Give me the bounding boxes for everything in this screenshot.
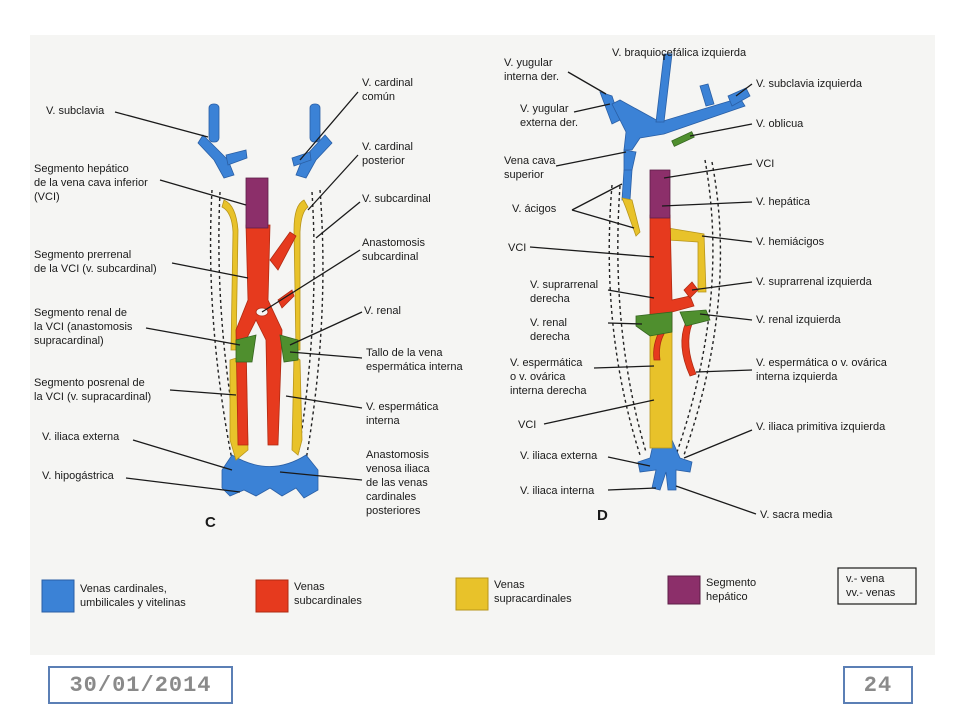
labels-c-anast-venosa-4: cardinales bbox=[366, 491, 417, 503]
label-vci-2: VCI bbox=[518, 419, 536, 431]
labels-c-anast-subcard-2: subcardinal bbox=[362, 251, 418, 263]
legend-supracardinal-label: Venas bbox=[494, 579, 525, 591]
label-cava-superior: Vena cava bbox=[504, 155, 556, 167]
label-iliaca-ext-d: V. iliaca externa bbox=[520, 450, 598, 462]
labels-d-renal-der-2: derecha bbox=[530, 331, 571, 343]
renal-anastomosis-c bbox=[235, 334, 299, 363]
page-number-box: 24 bbox=[843, 666, 913, 704]
labels-c-anast-venosa-3: de las venas bbox=[366, 477, 428, 489]
label-cardinal-comun: V. cardinal bbox=[362, 77, 413, 89]
legend-cardinal-label: Venas cardinales, bbox=[80, 583, 167, 595]
legend-swatch-cardinal bbox=[41, 579, 75, 613]
labels-d-cava-sup-2: superior bbox=[504, 169, 544, 181]
labels-c-cardinal-post-2: posterior bbox=[362, 155, 405, 167]
labels-c-seg-hepatico-2: de la vena cava inferior bbox=[34, 177, 148, 189]
label-tallo: Tallo de la vena bbox=[366, 347, 443, 359]
label-yugular-int: V. yugular bbox=[504, 57, 553, 69]
legend-subcardinal-2: subcardinales bbox=[294, 595, 362, 607]
labels-d-esperm-der-3: interna derecha bbox=[510, 385, 587, 397]
label-seg-posrenal: Segmento posrenal de bbox=[34, 377, 145, 389]
scanned-figure-page: C V. subclavia Segmento hepático de la v… bbox=[30, 35, 935, 655]
label-yugular-ext: V. yugular bbox=[520, 103, 569, 115]
label-seg-renal: Segmento renal de bbox=[34, 307, 127, 319]
label-anast-venosa: Anastomosis bbox=[366, 449, 429, 461]
label-esperm-der: V. espermática bbox=[510, 357, 583, 369]
label-renal-c: V. renal bbox=[364, 305, 401, 317]
labels-d-esperm-der-2: o v. ovárica bbox=[510, 371, 566, 383]
footer-page-number: 24 bbox=[863, 672, 893, 698]
labels-c-tallo-2: espermática interna bbox=[366, 361, 463, 373]
label-iliaca-prim-izq: V. iliaca primitiva izquierda bbox=[756, 421, 886, 433]
label-esperm-izq: V. espermática o v. ovárica bbox=[756, 357, 888, 369]
vein-development-diagram: C V. subclavia Segmento hepático de la v… bbox=[34, 47, 917, 613]
label-vci-1: VCI bbox=[508, 242, 526, 254]
labels-d-yugular-int-2: interna der. bbox=[504, 71, 559, 83]
label-renal-der: V. renal bbox=[530, 317, 567, 329]
label-hepatica: V. hepática bbox=[756, 196, 811, 208]
labels-c-anast-venosa-2: venosa iliaca bbox=[366, 463, 430, 475]
labels-c-seg-hepatico-3: (VCI) bbox=[34, 191, 60, 203]
label-iliaca-int-d: V. iliaca interna bbox=[520, 485, 595, 497]
legend-abbr-vena: v.- vena bbox=[846, 573, 885, 585]
label-espermatica-c: V. espermática bbox=[366, 401, 439, 413]
labels-c-seg-renal-2: la VCI (anastomosis bbox=[34, 321, 133, 333]
labels-d-yugular-ext-2: externa der. bbox=[520, 117, 578, 129]
panel-c-labels: V. subclavia Segmento hepático de la ven… bbox=[34, 77, 463, 517]
legend: Venas cardinales, umbilicales y vitelina… bbox=[41, 567, 917, 613]
label-hipogastrica: V. hipogástrica bbox=[42, 470, 115, 482]
panel-letter-c: C bbox=[205, 514, 216, 531]
label-cardinal-posterior: V. cardinal bbox=[362, 141, 413, 153]
legend-supracardinal-2: supracardinales bbox=[494, 593, 572, 605]
legend-swatch-supracardinal bbox=[455, 577, 489, 611]
label-subclavia-izq: V. subclavia izquierda bbox=[756, 78, 863, 90]
label-anast-subcardinal: Anastomosis bbox=[362, 237, 425, 249]
hepatic-segment-c bbox=[245, 177, 269, 229]
label-sacra-media: V. sacra media bbox=[760, 509, 833, 521]
label-suprarrenal-der: V. suprarrenal bbox=[530, 279, 598, 291]
legend-cardinal-2: umbilicales y vitelinas bbox=[80, 597, 186, 609]
label-iliaca-externa-c: V. iliaca externa bbox=[42, 431, 120, 443]
labels-d-esperm-izq-2: interna izquierda bbox=[756, 371, 838, 383]
label-subcardinal: V. subcardinal bbox=[362, 193, 431, 205]
subcardinal-veins-c bbox=[235, 224, 297, 446]
labels-c-seg-renal-3: supracardinal) bbox=[34, 335, 104, 347]
panel-c-drawing: C bbox=[197, 103, 333, 531]
footer-date: 30/01/2014 bbox=[69, 672, 212, 698]
label-renal-izq: V. renal izquierda bbox=[756, 314, 841, 326]
legend-hepatic-2: hepático bbox=[706, 591, 748, 603]
labels-c-seg-prerrenal-2: de la VCI (v. subcardinal) bbox=[34, 263, 157, 275]
label-hemiacigos: V. hemiácigos bbox=[756, 236, 825, 248]
legend-hepatic-label: Segmento bbox=[706, 577, 756, 589]
legend-abbr-box bbox=[837, 567, 917, 605]
panel-d-drawing: D bbox=[597, 53, 751, 524]
label-braquiocefalica: V. braquiocefálica izquierda bbox=[612, 47, 747, 59]
label-seg-prerrenal: Segmento prerrenal bbox=[34, 249, 131, 261]
labels-d-suprarrenal-der-2: derecha bbox=[530, 293, 571, 305]
label-oblicua: V. oblicua bbox=[756, 118, 804, 130]
legend-subcardinal-label: Venas bbox=[294, 581, 325, 593]
legend-swatch-subcardinal bbox=[255, 579, 289, 613]
panel-letter-d: D bbox=[597, 507, 608, 524]
cardinal-veins-d bbox=[599, 53, 751, 491]
labels-c-anast-venosa-5: posteriores bbox=[366, 505, 421, 517]
labels-c-cardinal-comun-2: común bbox=[362, 91, 395, 103]
label-acigos: V. ácigos bbox=[512, 203, 557, 215]
label-vci-r: VCI bbox=[756, 158, 774, 170]
label-suprarrenal-izq: V. suprarrenal izquierda bbox=[756, 276, 873, 288]
panel-c-leaders bbox=[114, 91, 363, 493]
panel-d-labels: V. yugular interna der. V. yugular exter… bbox=[504, 47, 888, 521]
labels-c-espermatica-2: interna bbox=[366, 415, 401, 427]
labels-c-seg-posrenal-2: la VCI (v. supracardinal) bbox=[34, 391, 151, 403]
label-subclavia: V. subclavia bbox=[46, 105, 105, 117]
label-seg-hepatico: Segmento hepático bbox=[34, 163, 129, 175]
legend-swatch-hepatic bbox=[667, 575, 701, 605]
date-footer-box: 30/01/2014 bbox=[48, 666, 233, 704]
legend-abbr-venas: vv.- venas bbox=[846, 587, 896, 599]
panel-d-leaders bbox=[529, 54, 757, 515]
